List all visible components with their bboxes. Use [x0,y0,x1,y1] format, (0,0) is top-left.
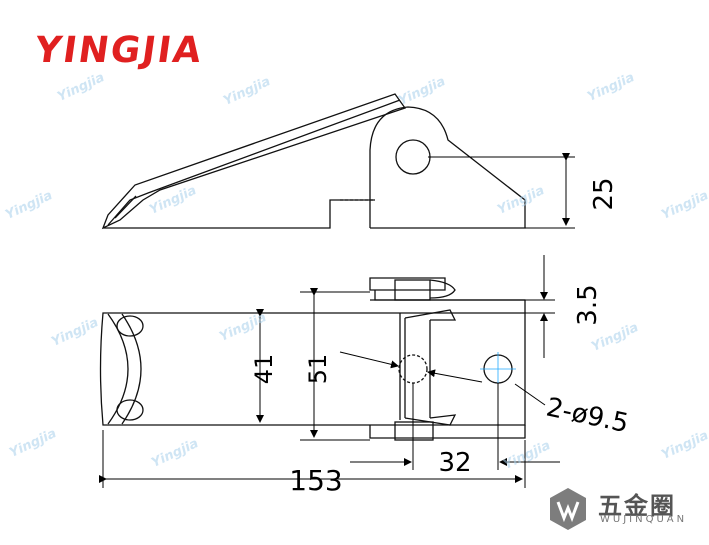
footer-brand: 五金圈 [598,492,676,520]
dim-153 [99,430,526,488]
wujinquan-logo-icon [550,488,586,530]
dim-32-label: 32 [438,448,471,478]
dim-3-5 [525,255,555,358]
footer-sub: WUJINQUAN [600,514,688,525]
dim-41-label: 41 [250,354,278,385]
dim-32 [350,383,560,470]
side-view [101,93,526,230]
dim-51-label: 51 [304,354,332,385]
holes-label: 2-ø9.5 [544,393,632,440]
dim-25-label: 25 [589,177,619,210]
dim-153-label: 153 [289,464,342,497]
dim-51 [300,288,370,441]
plan-view [99,277,526,441]
dim-3-5-label: 3.5 [573,284,603,325]
dim-25 [428,153,575,229]
